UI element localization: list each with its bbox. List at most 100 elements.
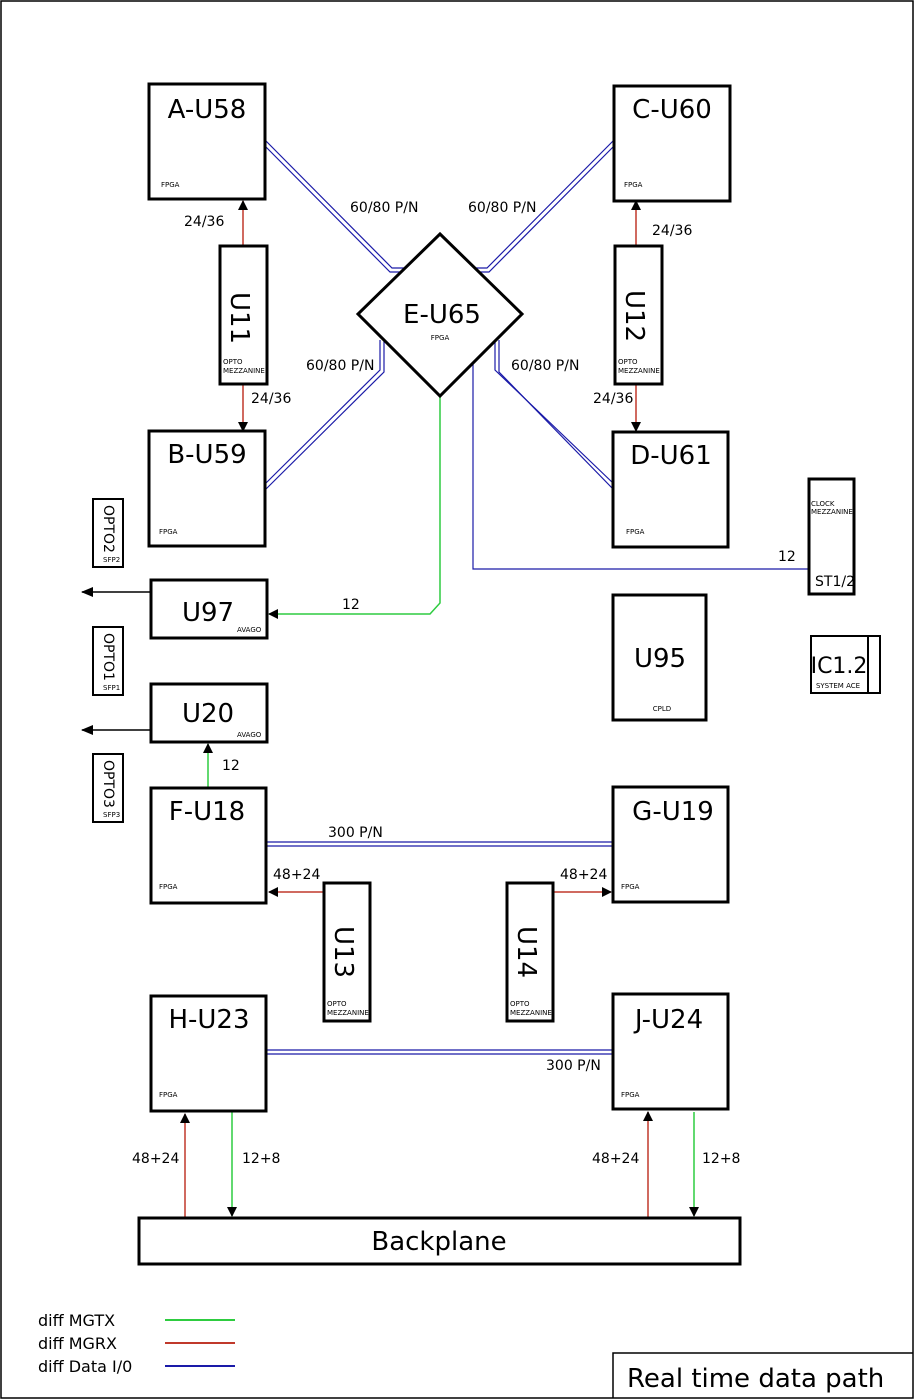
clock-mezzanine[interactable]: CLOCK MEZZANINE ST1/2 [807,477,856,596]
u12-name: U12 [619,290,649,342]
link-label-u11-b: 24/36 [251,391,291,407]
link-label-clock-e: 12 [778,549,796,565]
link-labels: 60/80 P/N 60/80 P/N 60/80 P/N 60/80 P/N … [132,200,796,1167]
opto3-name: OPTO3 [100,760,116,808]
link-label-e-u97: 12 [342,597,360,613]
legend: diff MGTX diff MGRX diff Data I/0 [38,1311,235,1376]
link-label-j-bp: 12+8 [702,1151,740,1167]
legend-rx-label: diff MGRX [38,1334,117,1353]
fpga-f-type: FPGA [159,883,178,891]
fpga-c-type: FPGA [624,181,643,189]
fpga-h-name: H-U23 [168,1005,249,1035]
link-label-f-u20: 12 [222,758,240,774]
opto3-type: SFP3 [103,811,120,819]
fpga-g-name: G-U19 [632,797,714,827]
fpga-c-name: C-U60 [632,95,712,125]
ace-name: IC1.2 [811,654,868,679]
opto1-type: SFP1 [103,684,120,692]
link-label-b-e: 60/80 P/N [306,358,374,374]
title-block: Real time data path [612,1352,913,1398]
fpga-e[interactable]: E-U65 FPGA [355,231,525,399]
link-label-u12-c: 24/36 [652,223,692,239]
opto-mezz-u12[interactable]: U12 OPTO MEZZANINE [613,244,664,386]
u97-type: AVAGO [237,626,262,634]
avago-u20[interactable]: U20 AVAGO [149,682,269,744]
avago-u97[interactable]: U97 AVAGO [149,578,269,640]
u14-type-1: OPTO [510,1000,530,1008]
fpga-a-type: FPGA [161,181,180,189]
fpga-d[interactable]: D-U61 FPGA [611,430,730,549]
link-label-u13-f: 48+24 [273,867,320,883]
u12-type-1: OPTO [618,358,638,366]
fpga-j[interactable]: J-U24 FPGA [611,992,730,1111]
clock-type-1: CLOCK [811,500,835,508]
opto2-type: SFP2 [103,556,120,564]
ace-type: SYSTEM ACE [816,682,860,690]
u13-type-2: MEZZANINE [327,1009,369,1017]
backplane-label: Backplane [371,1227,506,1257]
u11-type-1: OPTO [223,358,243,366]
link-label-bp-h: 48+24 [132,1151,179,1167]
data-io-links [264,139,809,1055]
opto2-name: OPTO2 [100,505,116,553]
u97-name: U97 [182,598,234,628]
fpga-d-type: FPGA [626,528,645,536]
link-label-u12-d: 24/36 [593,391,633,407]
fpga-e-type: FPGA [431,334,450,342]
mgtx-links [203,396,699,1217]
fpga-c[interactable]: C-U60 FPGA [612,84,732,203]
u13-type-1: OPTO [327,1000,347,1008]
u13-name: U13 [328,926,358,978]
legend-tx-label: diff MGTX [38,1311,115,1330]
link-label-c-e: 60/80 P/N [468,200,536,216]
output-arrows [81,587,151,735]
sfp-opto3[interactable]: OPTO3 SFP3 [92,753,124,823]
sfp-opto1[interactable]: OPTO1 SFP1 [92,626,124,696]
legend-io-label: diff Data I/0 [38,1357,132,1376]
link-label-u11-a: 24/36 [184,214,224,230]
link-label-f-g: 300 P/N [328,825,383,841]
cpld-u95[interactable]: U95 CPLD [611,593,708,722]
u11-type-2: MEZZANINE [223,367,265,375]
fpga-a[interactable]: A-U58 FPGA [147,82,267,201]
opto1-name: OPTO1 [100,633,116,681]
fpga-g-type: FPGA [621,883,640,891]
u14-type-2: MEZZANINE [510,1009,552,1017]
u12-type-2: MEZZANINE [618,367,660,375]
opto-mezz-u13[interactable]: U13 OPTO MEZZANINE [322,881,372,1023]
fpga-j-name: J-U24 [633,1005,703,1035]
link-label-u14-g: 48+24 [560,867,607,883]
fpga-f[interactable]: F-U18 FPGA [149,786,268,905]
fpga-h-type: FPGA [159,1091,178,1099]
fpga-e-name: E-U65 [403,300,481,330]
fpga-b-name: B-U59 [167,440,246,470]
fpga-a-name: A-U58 [168,95,247,125]
fpga-f-name: F-U18 [169,797,245,827]
fpga-b[interactable]: B-U59 FPGA [147,429,267,548]
clock-type-2: MEZZANINE [811,508,853,516]
opto-mezz-u11[interactable]: U11 OPTO MEZZANINE [218,244,269,386]
diagram-title: Real time data path [627,1364,884,1394]
link-label-bp-j: 48+24 [592,1151,639,1167]
link-label-h-bp: 12+8 [242,1151,280,1167]
fpga-j-type: FPGA [621,1091,640,1099]
cpld-name: U95 [634,644,686,674]
opto-mezz-u14[interactable]: U14 OPTO MEZZANINE [505,881,555,1023]
cpld-type: CPLD [653,705,671,713]
mgrx-links [180,200,653,1218]
backplane[interactable]: Backplane [137,1216,742,1266]
link-label-h-j: 300 P/N [546,1058,601,1074]
sfp-opto2[interactable]: OPTO2 SFP2 [92,498,124,568]
u20-name: U20 [182,699,234,729]
clock-name: ST1/2 [815,574,855,590]
system-ace[interactable]: IC1.2 SYSTEM ACE [810,635,881,694]
fpga-g[interactable]: G-U19 FPGA [611,785,730,904]
u11-name: U11 [224,292,254,344]
fpga-d-name: D-U61 [630,441,712,471]
fpga-h[interactable]: H-U23 FPGA [149,994,268,1113]
link-label-d-e: 60/80 P/N [511,358,579,374]
u14-name: U14 [511,926,541,978]
u20-type: AVAGO [237,731,262,739]
